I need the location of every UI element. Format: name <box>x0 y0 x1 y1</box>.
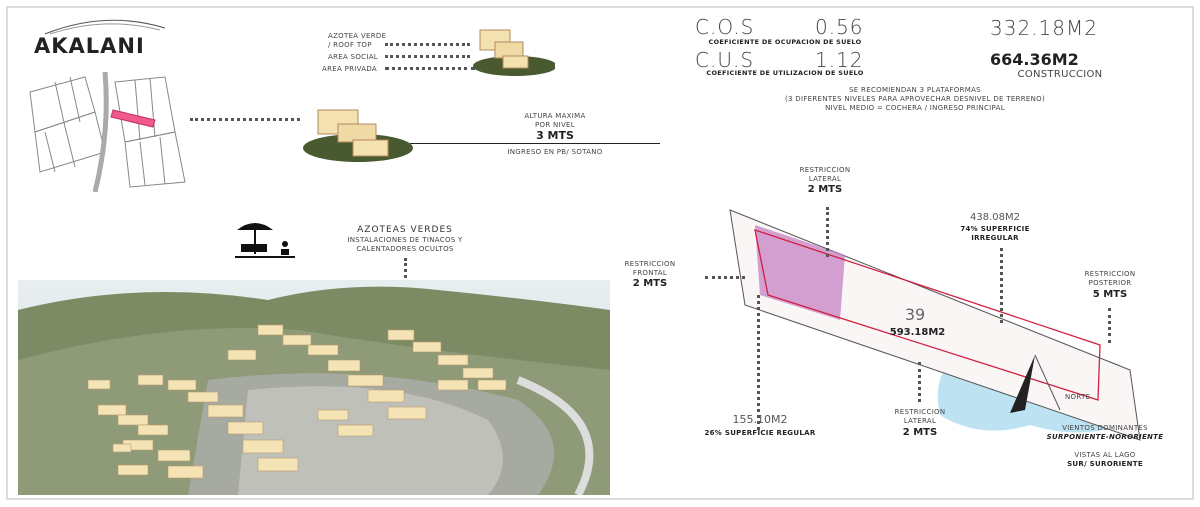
roofs-line-3: CALENTADORES OCULTOS <box>356 245 454 253</box>
views-l2: SUR/ SURORIENTE <box>1067 460 1143 468</box>
cus-label: C.U.S <box>695 48 755 72</box>
aerial-render <box>18 280 610 495</box>
frontal-value: 2 MTS <box>632 278 668 289</box>
cos-label: C.O.S <box>695 15 755 39</box>
label-roof-2: / ROOF TOP <box>328 41 372 49</box>
winds-l1: VIENTOS DOMINANTES <box>1062 424 1148 432</box>
leader-dots <box>385 43 470 46</box>
building-model-small <box>473 29 555 76</box>
building-model-large <box>303 109 413 162</box>
regular-area-value: 155.10M2 <box>732 413 788 426</box>
cos-desc: COEFICIENTE DE OCUPACION DE SUELO <box>708 38 862 46</box>
platforms-2: (3 DIFERENTES NIVELES PARA APROVECHAR DE… <box>784 95 1046 103</box>
lat-top-l2: LATERAL <box>808 175 842 183</box>
roofs-line-2: INSTALACIONES DE TINACOS Y <box>347 236 463 244</box>
lat-bottom-l1: RESTRICCION <box>894 408 946 416</box>
frame <box>6 6 1194 500</box>
roofs-title: AZOTEAS VERDES <box>357 225 453 235</box>
leader-dots <box>385 67 475 70</box>
height-value: 3 MTS <box>536 129 574 142</box>
leader-dots <box>190 118 300 121</box>
lat-bottom-l2: LATERAL <box>903 417 937 425</box>
views-l1: VISTAS AL LAGO <box>1074 451 1136 459</box>
label-social: AREA SOCIAL <box>328 53 378 61</box>
lot-area: 593.18M2 <box>889 327 946 338</box>
frontal-l1: RESTRICCION <box>624 260 676 268</box>
lat-top-l1: RESTRICCION <box>799 166 851 174</box>
site-map <box>25 72 190 192</box>
label-private: AREA PRIVADA <box>322 65 378 73</box>
terrace-umbrella-icon <box>235 223 295 258</box>
height-label-1: ALTURA MAXIMA <box>524 112 586 120</box>
label-roof: AZOTEA VERDE <box>328 32 387 40</box>
cos-area: 332.18M2 <box>990 16 1098 40</box>
logo-arc <box>44 19 166 35</box>
irregular-desc: 74% SUPERFICIE <box>960 225 1030 233</box>
leader-dots <box>757 295 760 430</box>
platforms-3: NIVEL MEDIO = COCHERA / INGRESO PRINCIPA… <box>825 104 1005 112</box>
leader-dots <box>918 362 921 402</box>
cos-value: 0.56 <box>815 15 864 39</box>
north-label: NORTE <box>1065 393 1091 401</box>
cus-area: 664.36M2 <box>990 50 1079 69</box>
posterior-l1: RESTRICCION <box>1084 270 1136 278</box>
leader-dots <box>705 276 745 279</box>
north-arrow-icon <box>1010 355 1035 413</box>
leader-dots <box>1108 308 1111 343</box>
regular-area <box>755 225 845 320</box>
posterior-value: 5 MTS <box>1092 289 1128 300</box>
divider <box>410 143 660 144</box>
platforms-1: SE RECOMIENDAN 3 PLATAFORMAS <box>849 86 981 94</box>
irregular-area: 438.08M2 <box>970 212 1020 223</box>
regular-desc: 26% SUPERFICIE REGULAR <box>704 429 816 437</box>
leader-dots <box>385 55 470 58</box>
buildable-area <box>754 229 1101 401</box>
lat-bottom-value: 2 MTS <box>902 427 938 438</box>
lot-number: 39 <box>904 305 926 324</box>
lot-diagram <box>729 209 1141 441</box>
posterior-l2: POSTERIOR <box>1088 279 1132 287</box>
cus-area-label: CONSTRUCCION <box>1017 69 1103 80</box>
leader-dots <box>1000 248 1003 323</box>
height-label-2: POR NIVEL <box>535 121 575 129</box>
frontal-l2: FRONTAL <box>632 269 668 277</box>
cus-value: 1.12 <box>815 48 864 72</box>
winds-l2: SURPONIENTE-NORORIENTE <box>1046 433 1164 441</box>
cus-desc: COEFICIENTE DE UTILIZACION DE SUELO <box>706 69 864 77</box>
logo: AKALANI <box>34 34 145 58</box>
entry-label: INGRESO EN PB/ SOTANO <box>507 148 603 156</box>
irregular-desc-2: IRREGULAR <box>971 234 1019 242</box>
leader-dots <box>826 207 829 257</box>
lat-top-value: 2 MTS <box>807 184 843 195</box>
